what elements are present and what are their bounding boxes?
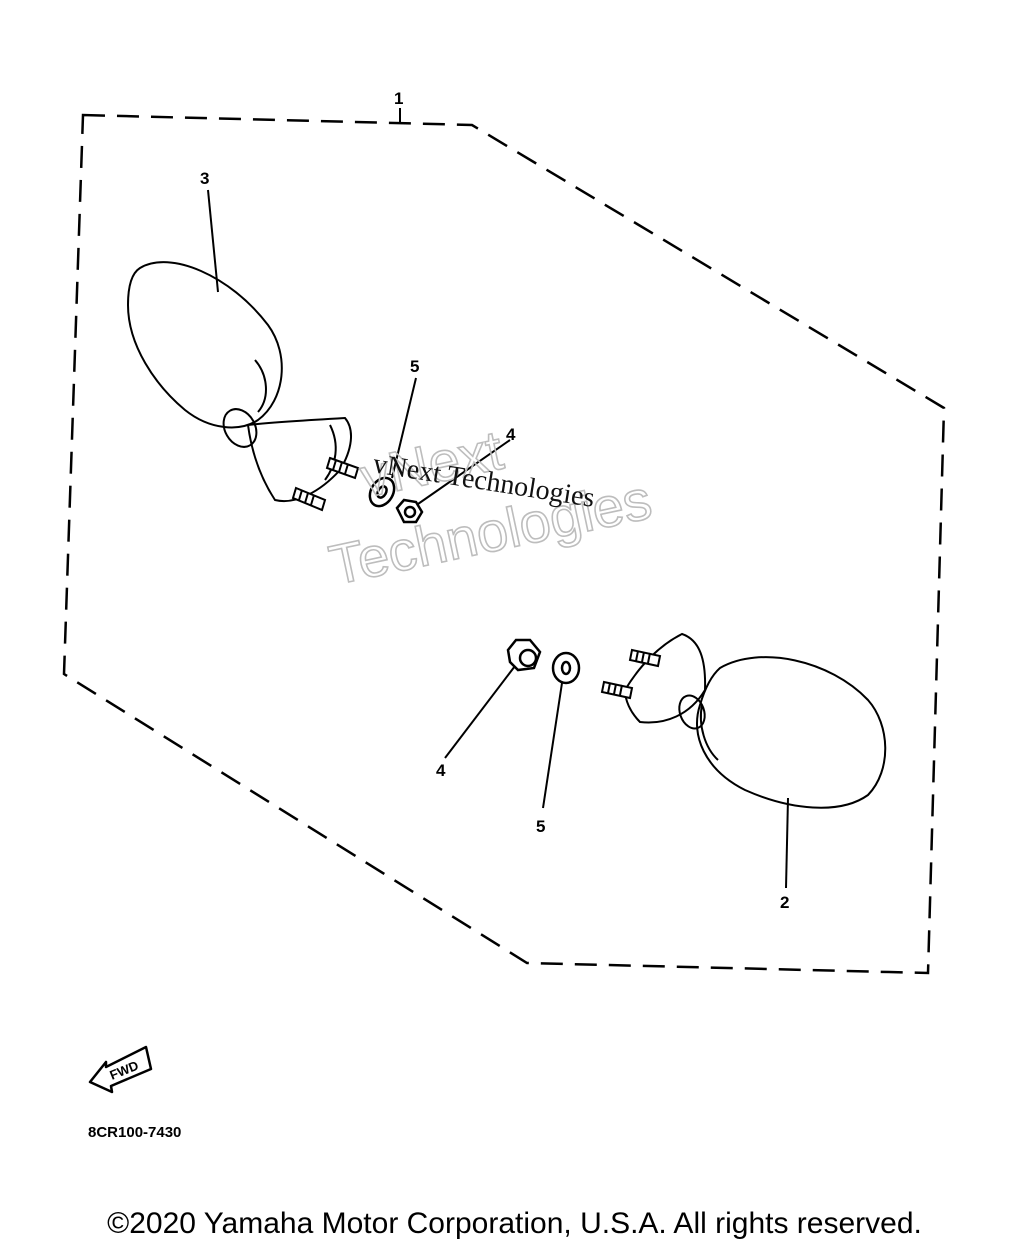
mirror-left-inner-edge [254, 359, 267, 413]
washer-lower [551, 651, 581, 685]
mirror-left-base-edge [324, 424, 337, 481]
mirror-left-stem-collar [222, 408, 258, 448]
parts-diagram: 1 3 5 4 [62, 89, 946, 1094]
fwd-arrow-icon [88, 1045, 153, 1094]
leader-line-5-upper [391, 377, 417, 479]
watermark: vNext Technologies vNext Technologies [323, 417, 657, 598]
assembly-boundary [62, 113, 946, 975]
mirror-right [623, 632, 887, 809]
leader-line-4-upper [417, 439, 511, 505]
callout-3: 3 [200, 169, 209, 188]
washer-upper [368, 476, 396, 508]
nut-lower [506, 638, 542, 672]
mirror-left-glass [126, 261, 283, 429]
leader-line-4-lower [444, 665, 516, 759]
callout-4-upper: 4 [506, 425, 516, 444]
mirror-right-glass [696, 656, 887, 809]
callout-5-upper: 5 [410, 357, 419, 376]
leader-line-5-lower [542, 682, 563, 809]
mirror-right-base [623, 632, 707, 724]
copyright-notice: ©2020 Yamaha Motor Corporation, U.S.A. A… [107, 1207, 922, 1240]
callout-4-lower: 4 [436, 761, 446, 780]
mirror-right-inner-edge [699, 704, 719, 761]
callout-5-lower: 5 [536, 817, 545, 836]
stud-left-lower [291, 486, 327, 512]
mirror-left-studs [291, 456, 360, 512]
mirror-right-stem-collar [678, 694, 706, 730]
callout-1: 1 [394, 89, 403, 108]
leader-line-3 [207, 189, 219, 293]
callout-2: 2 [780, 893, 789, 912]
mirror-right-studs [600, 648, 662, 700]
part-code: 8CR100-7430 [88, 1124, 182, 1141]
leader-line-2 [785, 797, 789, 889]
fwd-arrow: FWD [88, 1045, 153, 1094]
nut-upper [395, 498, 424, 524]
mirror-left [126, 261, 352, 503]
stud-left-upper [325, 456, 360, 480]
